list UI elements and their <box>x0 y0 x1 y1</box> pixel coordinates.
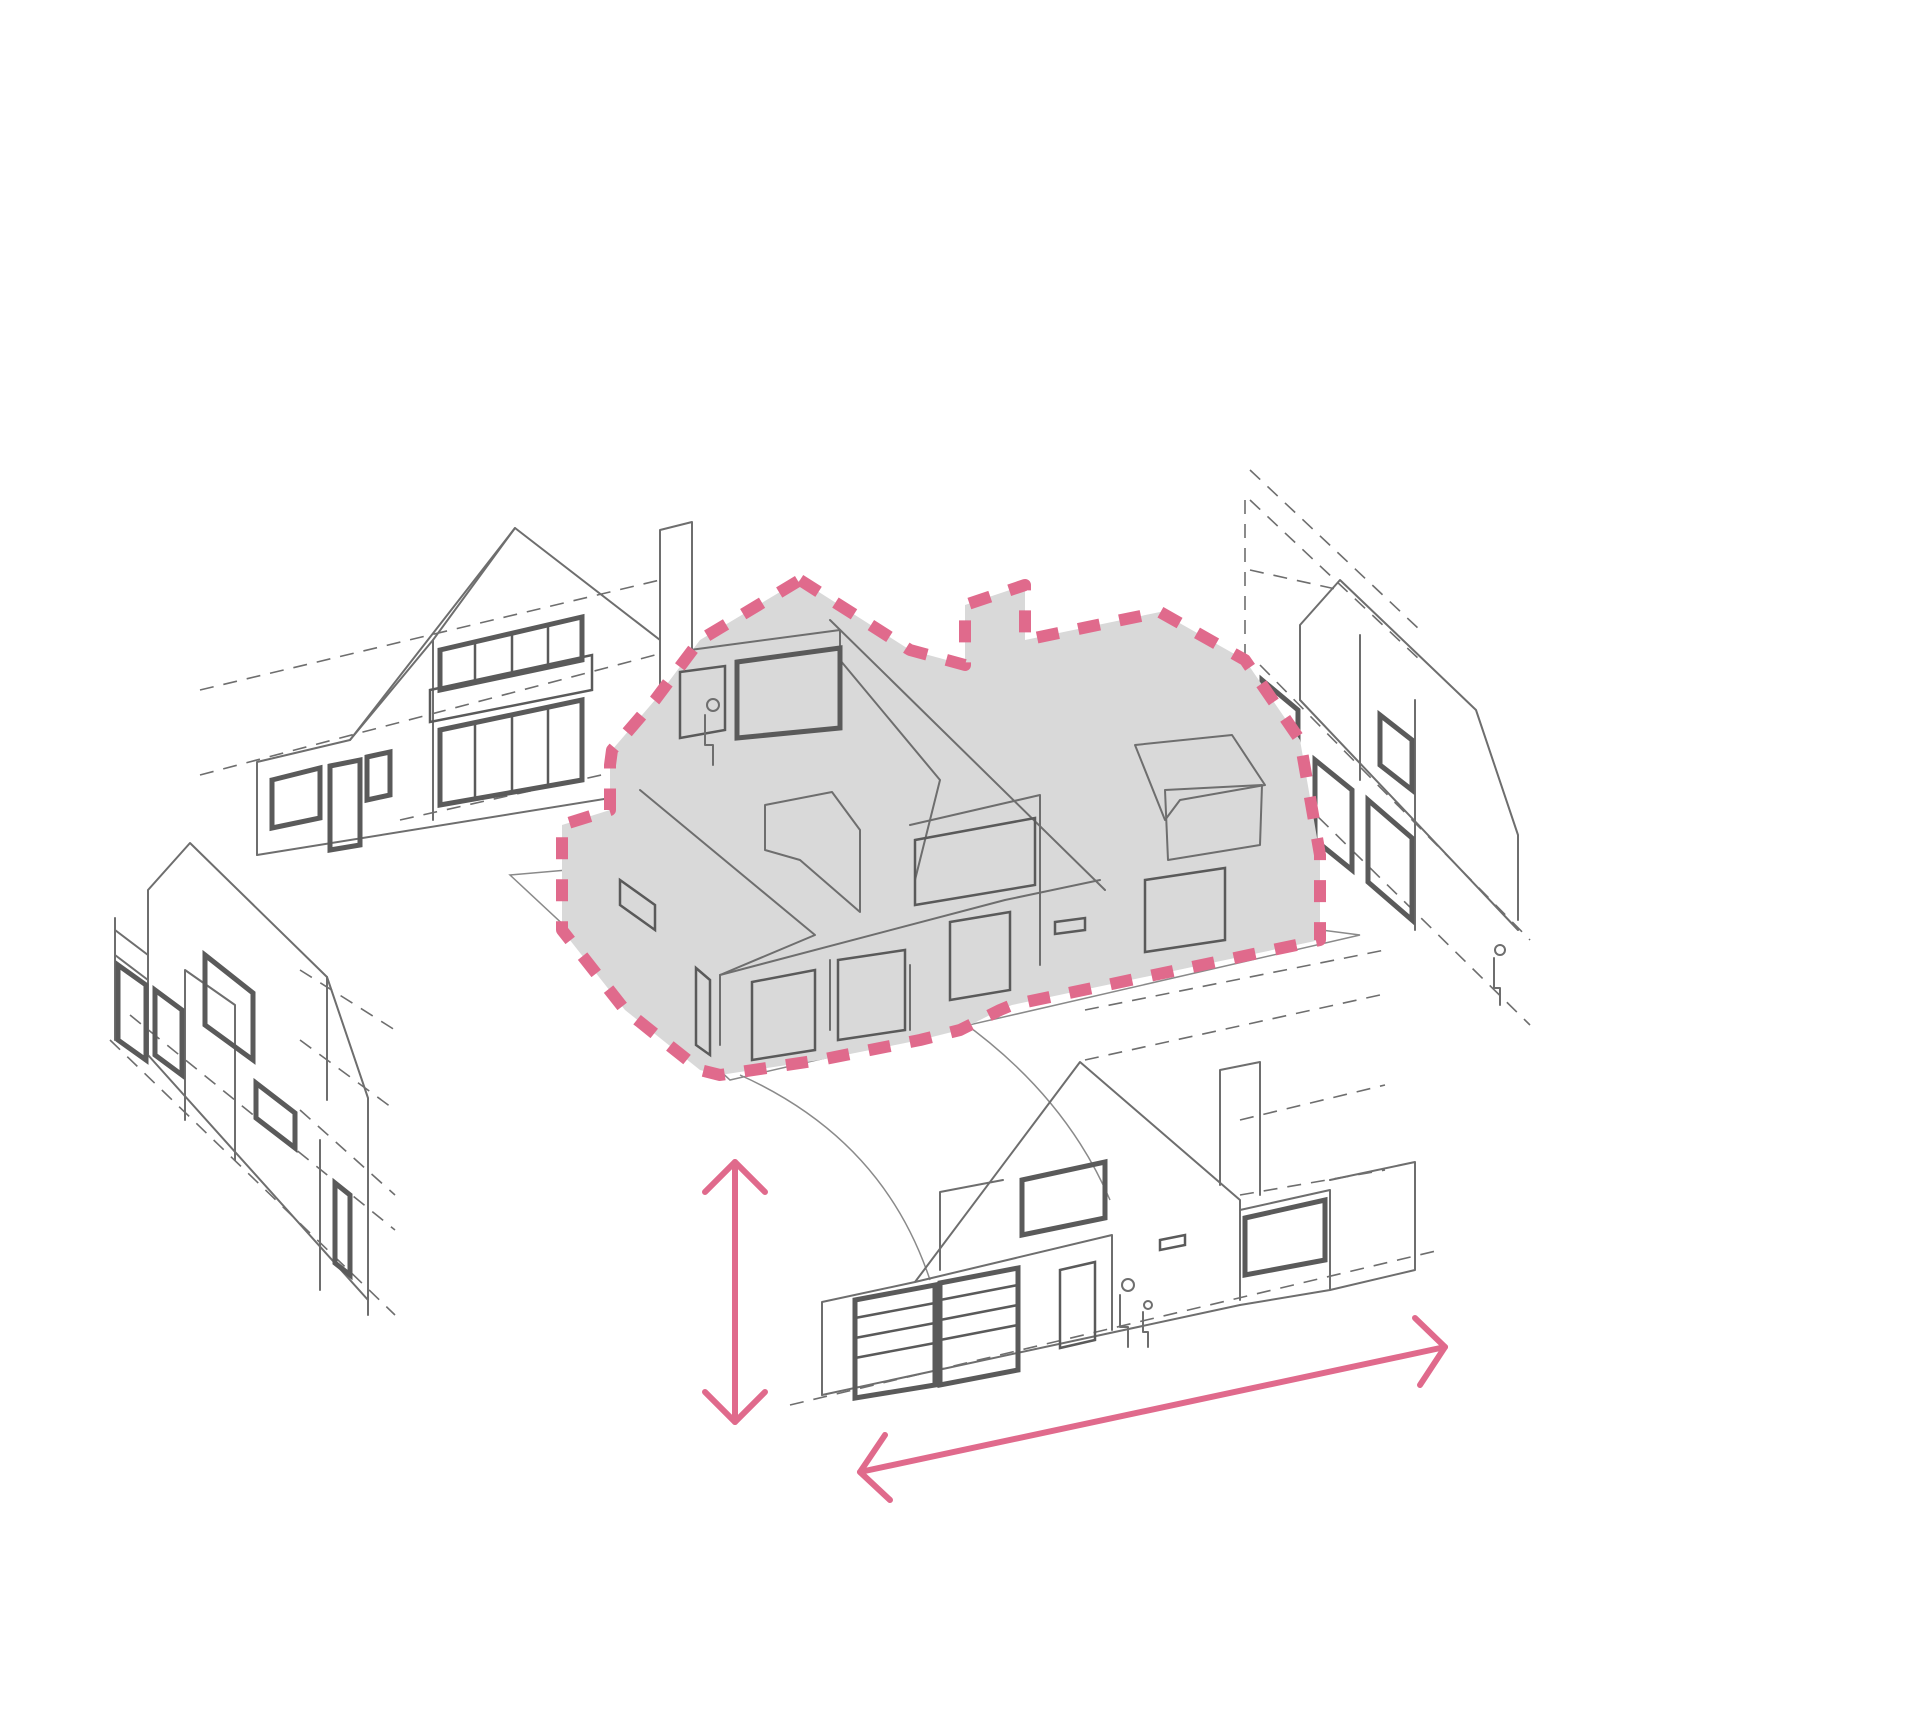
ground-line <box>147 1054 369 1301</box>
reference-line <box>1084 994 1381 1061</box>
front-door <box>948 910 1012 1002</box>
reference-line <box>1249 469 1421 631</box>
extension <box>1329 1161 1416 1291</box>
driveway-edge <box>739 1074 931 1281</box>
door <box>332 1177 353 1281</box>
garage-panel <box>854 1341 936 1360</box>
neighbour-north-west <box>199 521 871 856</box>
ground-line <box>256 789 661 856</box>
roof-valley <box>839 659 941 881</box>
roof-eave <box>719 879 1101 976</box>
garage-door <box>836 948 907 1042</box>
garage-door <box>750 968 817 1062</box>
roof-ridge <box>829 619 1106 891</box>
garage-door <box>852 1281 938 1401</box>
window <box>618 877 657 933</box>
reference-line <box>299 1109 396 1196</box>
ground-line <box>821 1304 1241 1396</box>
window <box>364 748 393 804</box>
garage-panel <box>939 1323 1019 1342</box>
site-boundary <box>556 574 1326 1081</box>
reference-line <box>1239 1084 1386 1121</box>
site-linework <box>618 619 1266 1062</box>
facade-outline <box>256 527 661 856</box>
child-figure <box>1142 1300 1153 1348</box>
chimney <box>1219 1061 1261 1196</box>
window <box>115 960 149 1065</box>
neighbour-west <box>109 842 396 1316</box>
person-figure <box>1119 1278 1135 1348</box>
reference-line <box>1249 499 1421 661</box>
reference-line <box>299 969 396 1031</box>
balcony-rail <box>428 653 594 724</box>
vertical-double-arrow <box>702 1159 768 1425</box>
front-door <box>1058 1260 1097 1350</box>
garage-panel <box>939 1283 1019 1302</box>
facade-outline <box>147 842 369 1316</box>
person-figure <box>704 698 720 766</box>
reference-line <box>1084 949 1386 1011</box>
reference-line <box>789 1249 1441 1406</box>
reference-line <box>199 579 661 691</box>
reference-line <box>1249 749 1531 1026</box>
facade-outline <box>821 1061 1241 1396</box>
wall-line <box>914 1234 1113 1331</box>
person-figure <box>1493 944 1506 1006</box>
window <box>913 816 1037 907</box>
balcony <box>114 929 149 956</box>
wall-line <box>939 1179 1004 1271</box>
reference-line <box>1249 569 1341 591</box>
garage-door <box>937 1264 1021 1389</box>
window <box>1377 709 1415 796</box>
window <box>269 764 323 832</box>
wall-line <box>909 794 1041 966</box>
ground-line <box>1299 699 1519 931</box>
neighbour-south <box>789 949 1441 1406</box>
garage-panel <box>854 1321 936 1340</box>
window <box>253 1077 298 1154</box>
facade-outline <box>1299 579 1519 921</box>
reference-line <box>299 1039 396 1111</box>
window <box>152 985 185 1080</box>
door <box>327 756 363 853</box>
window <box>678 664 727 740</box>
reference-line <box>199 654 656 776</box>
window <box>1365 794 1415 926</box>
wall-line <box>184 969 236 1161</box>
vent <box>1158 1233 1187 1252</box>
vent <box>1053 916 1087 936</box>
window <box>437 696 585 808</box>
garage-panel <box>854 1301 936 1320</box>
side-door <box>694 965 712 1058</box>
window <box>202 949 256 1065</box>
driveway-edge <box>959 1019 1111 1201</box>
window <box>1019 1158 1108 1239</box>
roof-hip <box>639 789 816 976</box>
garage-panel <box>939 1303 1019 1322</box>
horizontal-double-arrow <box>857 1315 1448 1503</box>
dormer <box>1134 734 1266 821</box>
site-building <box>508 574 1361 1281</box>
window <box>437 613 585 694</box>
garage-block <box>1239 1189 1331 1306</box>
reference-line <box>109 1039 396 1316</box>
chimney <box>659 521 693 761</box>
window <box>734 645 843 741</box>
balcony <box>114 954 149 981</box>
window <box>1143 866 1227 954</box>
site-massing <box>562 580 1320 1075</box>
dormer <box>764 791 861 913</box>
dormer-face <box>1164 784 1263 861</box>
window <box>1242 1196 1328 1279</box>
